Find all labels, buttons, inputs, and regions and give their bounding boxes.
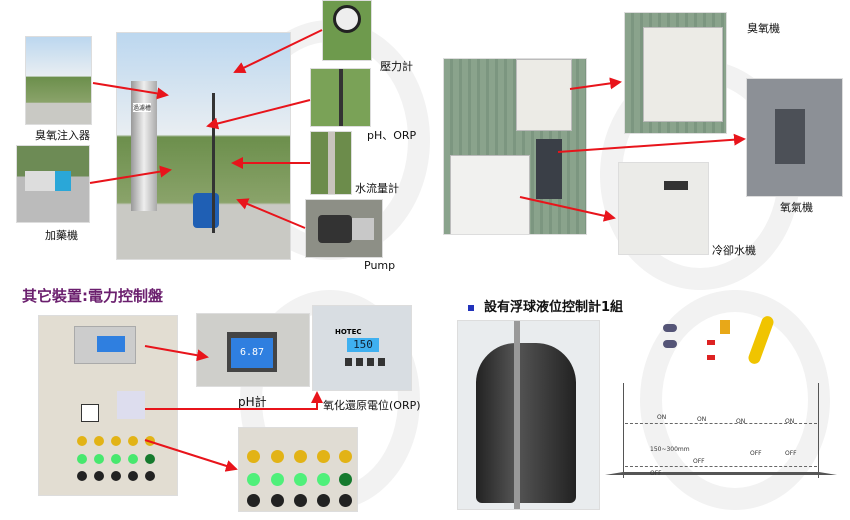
off-label: OFF xyxy=(750,450,762,457)
orp-meter-photo: HOTEC 150 xyxy=(312,305,412,391)
tank-sign: 過濾槽 xyxy=(133,103,152,112)
control-panel-photo xyxy=(38,315,178,496)
off-label: OFF xyxy=(650,470,662,477)
flow-meter-photo xyxy=(310,131,352,195)
flow-meter-label: 水流量計 xyxy=(355,182,399,195)
ph-orp-label: pH、ORP xyxy=(367,129,417,142)
float-switch-diagram: ON ON ON ON 150~300mm OFF OFF OFF OFF xyxy=(605,378,837,498)
bullet-text: 設有浮球液位控制計1組 xyxy=(484,300,624,315)
dosing-machine-photo xyxy=(16,145,90,223)
oxygen-machine-photo xyxy=(746,78,843,197)
float-switch-bullet: 設有浮球液位控制計1組 xyxy=(468,296,623,315)
chiller-label: 冷卻水機 xyxy=(712,244,756,257)
bullet-icon xyxy=(468,304,474,311)
on-label: ON xyxy=(697,416,707,423)
indicator-buttons-photo xyxy=(238,427,358,512)
pressure-gauge-label: 壓力計 xyxy=(380,60,413,73)
ozone-injector-photo xyxy=(25,36,92,125)
ozone-machine-photo xyxy=(624,12,727,134)
ozone-machine-label: 臭氧機 xyxy=(747,22,780,35)
ph-meter-photo: 6.87 xyxy=(196,313,310,387)
water-tank-photo xyxy=(457,320,600,510)
ozone-injector-label: 臭氧注入器 xyxy=(35,129,90,142)
pump-label: Pump xyxy=(364,259,396,272)
ph-orp-photo xyxy=(310,68,371,127)
on-label: ON xyxy=(657,414,667,421)
range-label: 150~300mm xyxy=(650,446,690,453)
ozone-system-photo: 過濾槽 xyxy=(116,32,291,260)
on-label: ON xyxy=(785,418,795,425)
orp-display: 150 xyxy=(347,338,379,352)
on-label: ON xyxy=(736,418,746,425)
oxygen-machine-label: 氧氣機 xyxy=(780,201,813,214)
off-label: OFF xyxy=(785,450,797,457)
ph-display: 6.87 xyxy=(231,338,273,368)
chiller-photo xyxy=(618,162,709,255)
orp-brand: HOTEC xyxy=(335,328,362,336)
dosing-machine-label: 加藥機 xyxy=(45,229,78,242)
section-title: 其它裝置:電力控制盤 xyxy=(22,287,163,305)
ph-meter-label: pH計 xyxy=(238,395,267,409)
pump-photo xyxy=(305,199,383,258)
equipment-room-photo xyxy=(443,58,587,235)
orp-label: 氧化還原電位(ORP) xyxy=(323,399,421,412)
off-label: OFF xyxy=(693,458,705,465)
pressure-gauge-photo xyxy=(322,0,372,61)
float-switch-products xyxy=(655,300,800,370)
